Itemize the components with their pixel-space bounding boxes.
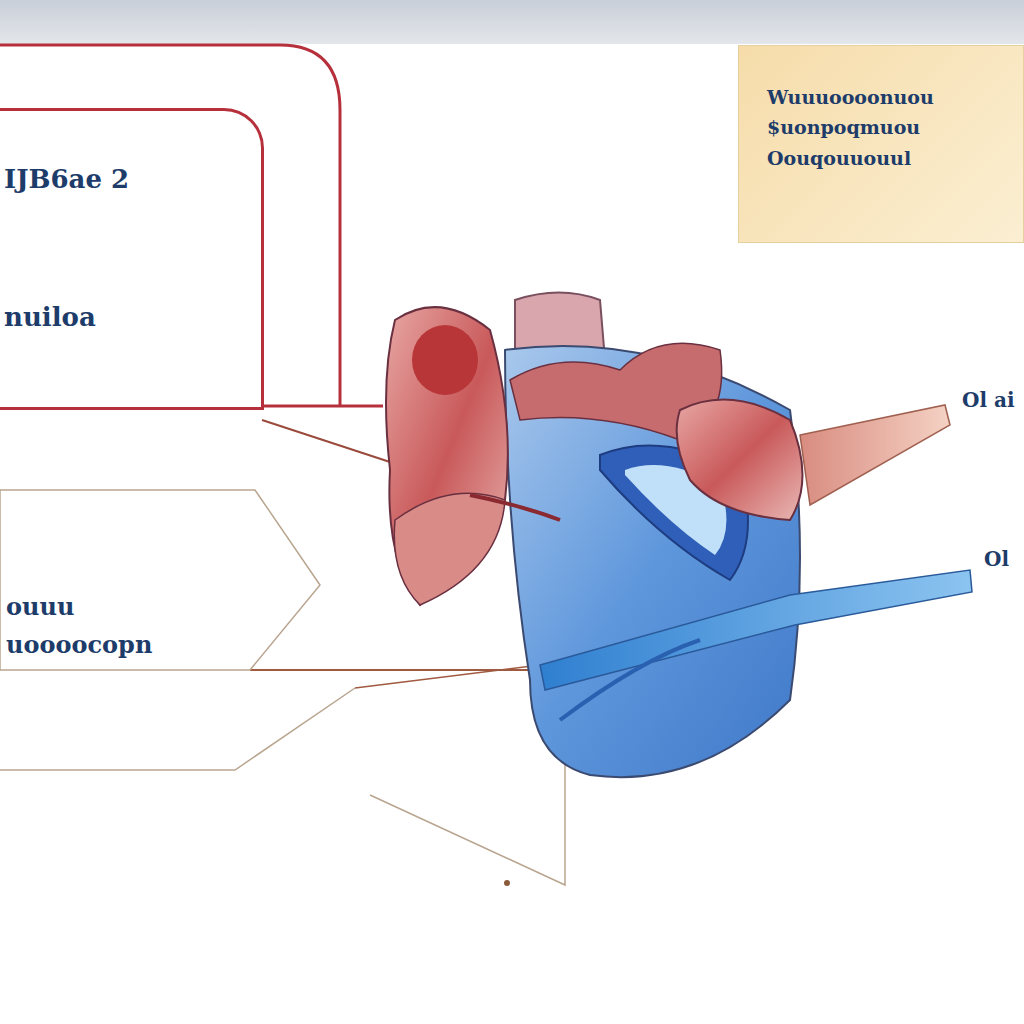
leader-line bbox=[262, 420, 390, 462]
leader-line bbox=[355, 665, 540, 688]
vessel bbox=[560, 640, 700, 720]
node-text: nuiloa bbox=[4, 297, 254, 339]
node-text: Wuuuoooonuou $uonpoqmuou Oouqouuouul bbox=[767, 82, 985, 173]
atrium-inner bbox=[412, 325, 478, 395]
top-bar bbox=[0, 0, 1024, 44]
dot bbox=[504, 880, 510, 886]
node-text: ouuu uoooocopn bbox=[6, 588, 186, 665]
part-label: Ol ai bbox=[962, 388, 1015, 412]
leader-line bbox=[262, 405, 383, 408]
note-box: Wuuuoooonuou $uonpoqmuou Oouqouuouul bbox=[738, 45, 1024, 243]
muscle bbox=[677, 400, 803, 520]
vessel bbox=[540, 570, 972, 690]
part-label: Ol bbox=[984, 547, 1009, 571]
septum bbox=[470, 495, 560, 520]
label-panel: IJB6ae 2 nuiloa bbox=[0, 108, 264, 410]
arrow-outline bbox=[370, 700, 565, 885]
chevron-outline bbox=[0, 490, 320, 670]
atrium bbox=[386, 307, 508, 605]
node-text: IJB6ae 2 bbox=[4, 159, 254, 201]
atrium bbox=[394, 493, 505, 605]
arrow-outline bbox=[0, 688, 355, 770]
leader-line bbox=[250, 669, 530, 671]
arrow-box: ouuu uoooocopn bbox=[0, 488, 330, 675]
vessel bbox=[800, 405, 950, 505]
